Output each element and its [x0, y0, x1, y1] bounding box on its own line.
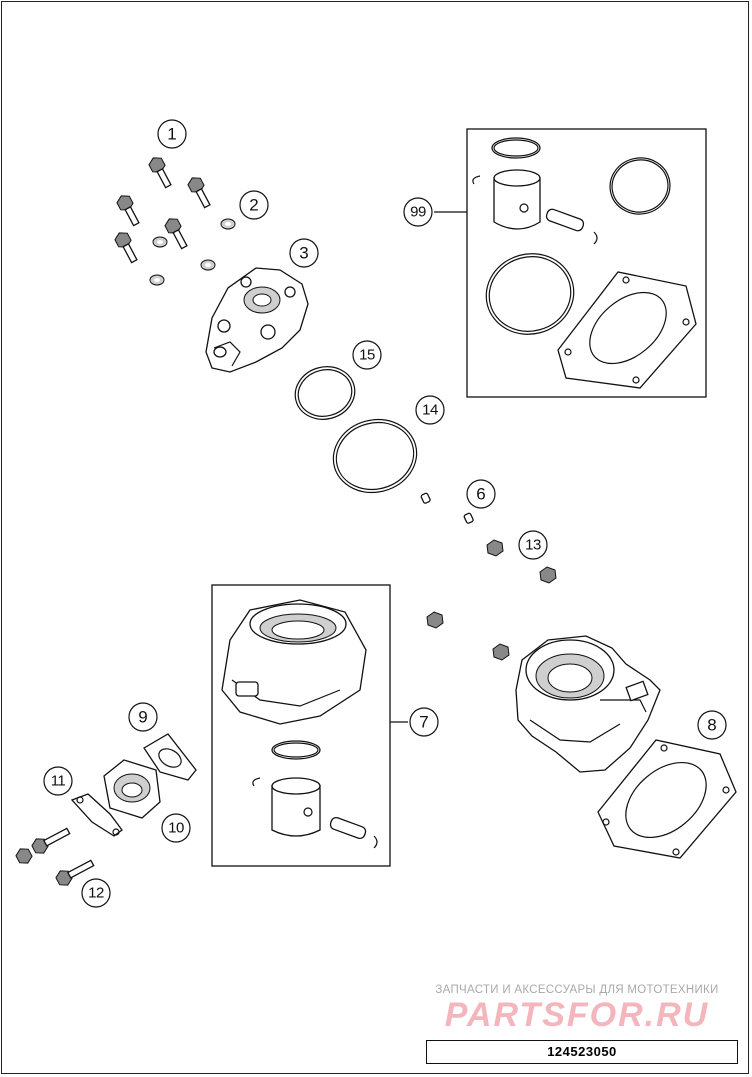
callout-15: 15: [352, 340, 382, 370]
washers: [149, 218, 236, 286]
watermark-logo: PARTSFOR.RU: [444, 996, 710, 1034]
kit-99-parts: [472, 137, 697, 389]
kit-7-parts: [221, 599, 378, 849]
callout-8: 8: [697, 710, 727, 740]
svg-text:2: 2: [249, 196, 258, 215]
svg-text:13: 13: [525, 537, 541, 554]
callout-6: 6: [466, 479, 496, 509]
callout-2: 2: [239, 190, 269, 220]
cylinder-head: [205, 267, 309, 373]
callout-14: 14: [415, 395, 445, 425]
o-ring-15: [294, 366, 356, 420]
callout-99: 99: [403, 197, 433, 227]
callout-7: 7: [409, 707, 439, 737]
callout-3: 3: [289, 238, 319, 268]
svg-text:9: 9: [138, 708, 147, 727]
callout-12: 12: [81, 878, 111, 908]
svg-text:8: 8: [707, 716, 716, 735]
base-gasket-8: [597, 739, 737, 859]
svg-text:11: 11: [51, 773, 66, 790]
document-number: 124523050: [426, 1040, 738, 1064]
intake-bolts-12: [15, 827, 95, 886]
intake-flange-10: [103, 759, 161, 819]
callout-13: 13: [518, 530, 548, 560]
kit-7-frame: [211, 584, 391, 867]
callout-9: 9: [128, 702, 158, 732]
kit-99-frame: [466, 128, 707, 398]
cylinder-head-bolts: [114, 157, 211, 264]
reed-gasket-9: [143, 733, 197, 781]
callout-10: 10: [161, 813, 191, 843]
svg-text:6: 6: [476, 485, 485, 504]
bracket-11: [70, 793, 123, 837]
cylinder: [515, 635, 661, 773]
svg-text:14: 14: [422, 402, 438, 419]
callout-1: 1: [157, 119, 187, 149]
svg-text:7: 7: [419, 713, 428, 732]
svg-text:1: 1: [167, 125, 176, 144]
svg-text:10: 10: [168, 820, 184, 837]
svg-text:15: 15: [359, 347, 375, 364]
callout-11: 11: [43, 766, 73, 796]
dowel-pins: [420, 492, 474, 524]
flange-nuts: [426, 539, 557, 661]
svg-text:3: 3: [299, 244, 308, 263]
svg-text:12: 12: [88, 885, 104, 902]
svg-text:99: 99: [410, 204, 426, 221]
watermark-caption: ЗАПЧАСТИ И АКСЕССУАРЫ ДЛЯ МОТОТЕХНИКИ: [435, 984, 719, 996]
o-ring-14: [332, 418, 418, 494]
watermark: ЗАПЧАСТИ И АКСЕССУАРЫ ДЛЯ МОТОТЕХНИКИ PA…: [412, 984, 742, 1032]
